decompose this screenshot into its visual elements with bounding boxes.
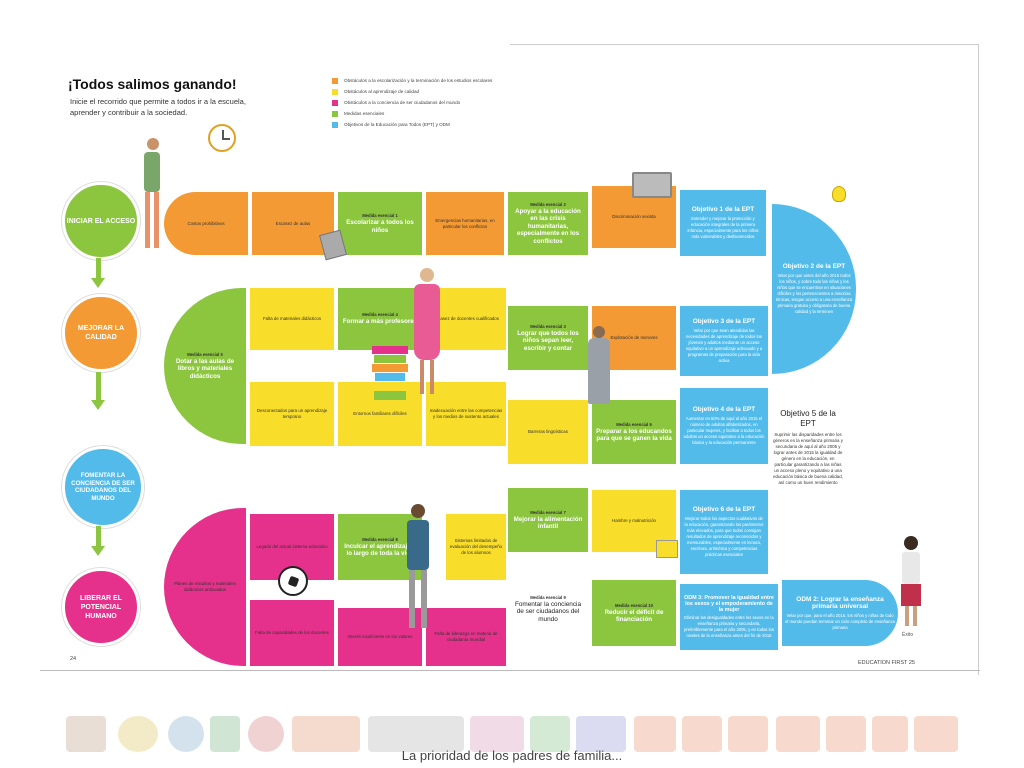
sponsor-logo	[470, 716, 524, 752]
sponsor-logo	[872, 716, 908, 752]
subtitle-line-1: Inicie el recorrido que permite a todos …	[70, 97, 246, 106]
lightbulb-icon	[832, 186, 846, 202]
sponsor-logo	[826, 716, 866, 752]
legend-item: Obstáculos a la escolarización y la term…	[332, 78, 502, 84]
clock-icon	[208, 124, 236, 152]
tile-limited-assessment: Sistemas limitados de evaluación del des…	[446, 514, 506, 580]
arrow-down-icon	[91, 546, 105, 556]
tile-teacher-capacity: Falta de capacidades de los docentes	[250, 600, 334, 666]
page-fold	[40, 670, 980, 671]
tile-citizenship-leadership: Falta de liderazgo en materia de ciudada…	[426, 608, 506, 666]
tile-skills-mismatch: Inadecuación entre las competencias y lo…	[426, 382, 506, 446]
circle-human-potential: LIBERAR EL POTENCIAL HUMANO	[62, 568, 140, 646]
legend-swatch	[332, 100, 338, 106]
clock-hand-icon	[222, 138, 230, 140]
tile-lack-of-materials: Falta de materiales didácticos	[250, 288, 334, 350]
tile-language-barriers: Barreras lingüísticas	[508, 400, 588, 464]
sponsor-logo	[118, 716, 158, 752]
sponsor-logo	[576, 716, 626, 752]
arrow-down-icon	[96, 372, 101, 402]
tile-early-learning: Desconectados para un aprendizaje tempra…	[250, 382, 334, 446]
robed-figure	[584, 326, 614, 410]
legend-swatch	[332, 122, 338, 128]
girl-figure	[898, 536, 924, 628]
exit-label: Éxito	[902, 632, 914, 638]
sponsor-logo	[368, 716, 464, 752]
sponsor-logo	[248, 716, 284, 752]
circle-start-access: INICIAR EL ACCESO	[62, 182, 140, 260]
sponsor-logo	[66, 716, 106, 752]
lunchbox-icon	[656, 540, 678, 558]
tile-classroom-shortage: Escasez de aulas	[252, 192, 334, 255]
tile-prohibitive-costs: Costos prohibitivos	[164, 192, 248, 255]
slide-caption: La prioridad de los padres de familia...	[401, 748, 623, 763]
sponsor-logo	[634, 716, 676, 752]
legend-swatch	[332, 78, 338, 84]
legend-swatch	[332, 111, 338, 117]
arrow-down-icon	[91, 278, 105, 288]
book-stack-icon	[372, 346, 408, 404]
arrow-down-icon	[96, 258, 101, 280]
tile-mdg-3: ODM 3: Promover la igualdad entre los se…	[680, 584, 778, 650]
sponsor-logo	[728, 716, 768, 752]
soccer-ball-icon	[278, 566, 308, 596]
sponsor-logo	[168, 716, 204, 752]
legend-swatch	[332, 89, 338, 95]
page-title: ¡Todos salimos ganando!	[68, 76, 237, 92]
arrow-down-icon	[91, 400, 105, 410]
sponsor-logo	[776, 716, 820, 752]
legend-item: Medidas esenciales	[332, 111, 502, 117]
woman-figure	[408, 268, 444, 398]
legend: Obstáculos a la escolarización y la term…	[332, 78, 502, 133]
tile-humanitarian-emergencies: Emergencias humanitarias, en particular …	[426, 192, 504, 255]
walking-boy-figure	[140, 138, 164, 256]
legend-item: Obstáculos al aprendizaje de calidad	[332, 89, 502, 95]
subtitle-line-2: aprender y contribuir a la sociedad.	[70, 108, 188, 117]
legend-item: Objetivos de la Educación para Todos (EP…	[332, 122, 502, 128]
tile-values-interest: Interés insuficiente en los valores	[338, 608, 422, 666]
circle-improve-quality: MEJORAR LA CALIDAD	[62, 294, 140, 372]
legend-item: Obstáculos a la conciencia de ser ciudad…	[332, 100, 502, 106]
sponsor-logo	[292, 716, 360, 752]
page-number-right: EDUCATION FIRST 25	[858, 660, 915, 666]
circle-global-citizenship: FOMENTAR LA CONCIENCIA DE SER CIUDADANOS…	[62, 446, 144, 528]
sponsor-logo	[210, 716, 240, 752]
tile-mdg-2: ODM 2: Lograr la enseñanza primaria univ…	[782, 580, 898, 646]
laptop-icon	[632, 172, 672, 198]
arrow-down-icon	[96, 526, 101, 548]
clock-hand-icon	[222, 130, 224, 140]
student-boy-figure	[402, 504, 434, 632]
sponsor-logo	[682, 716, 722, 752]
sponsor-logo	[530, 716, 570, 752]
page-number-left: 24	[70, 656, 77, 662]
sponsor-logo	[914, 716, 958, 752]
page-subtitle: Inicie el recorrido que permite a todos …	[70, 96, 270, 118]
